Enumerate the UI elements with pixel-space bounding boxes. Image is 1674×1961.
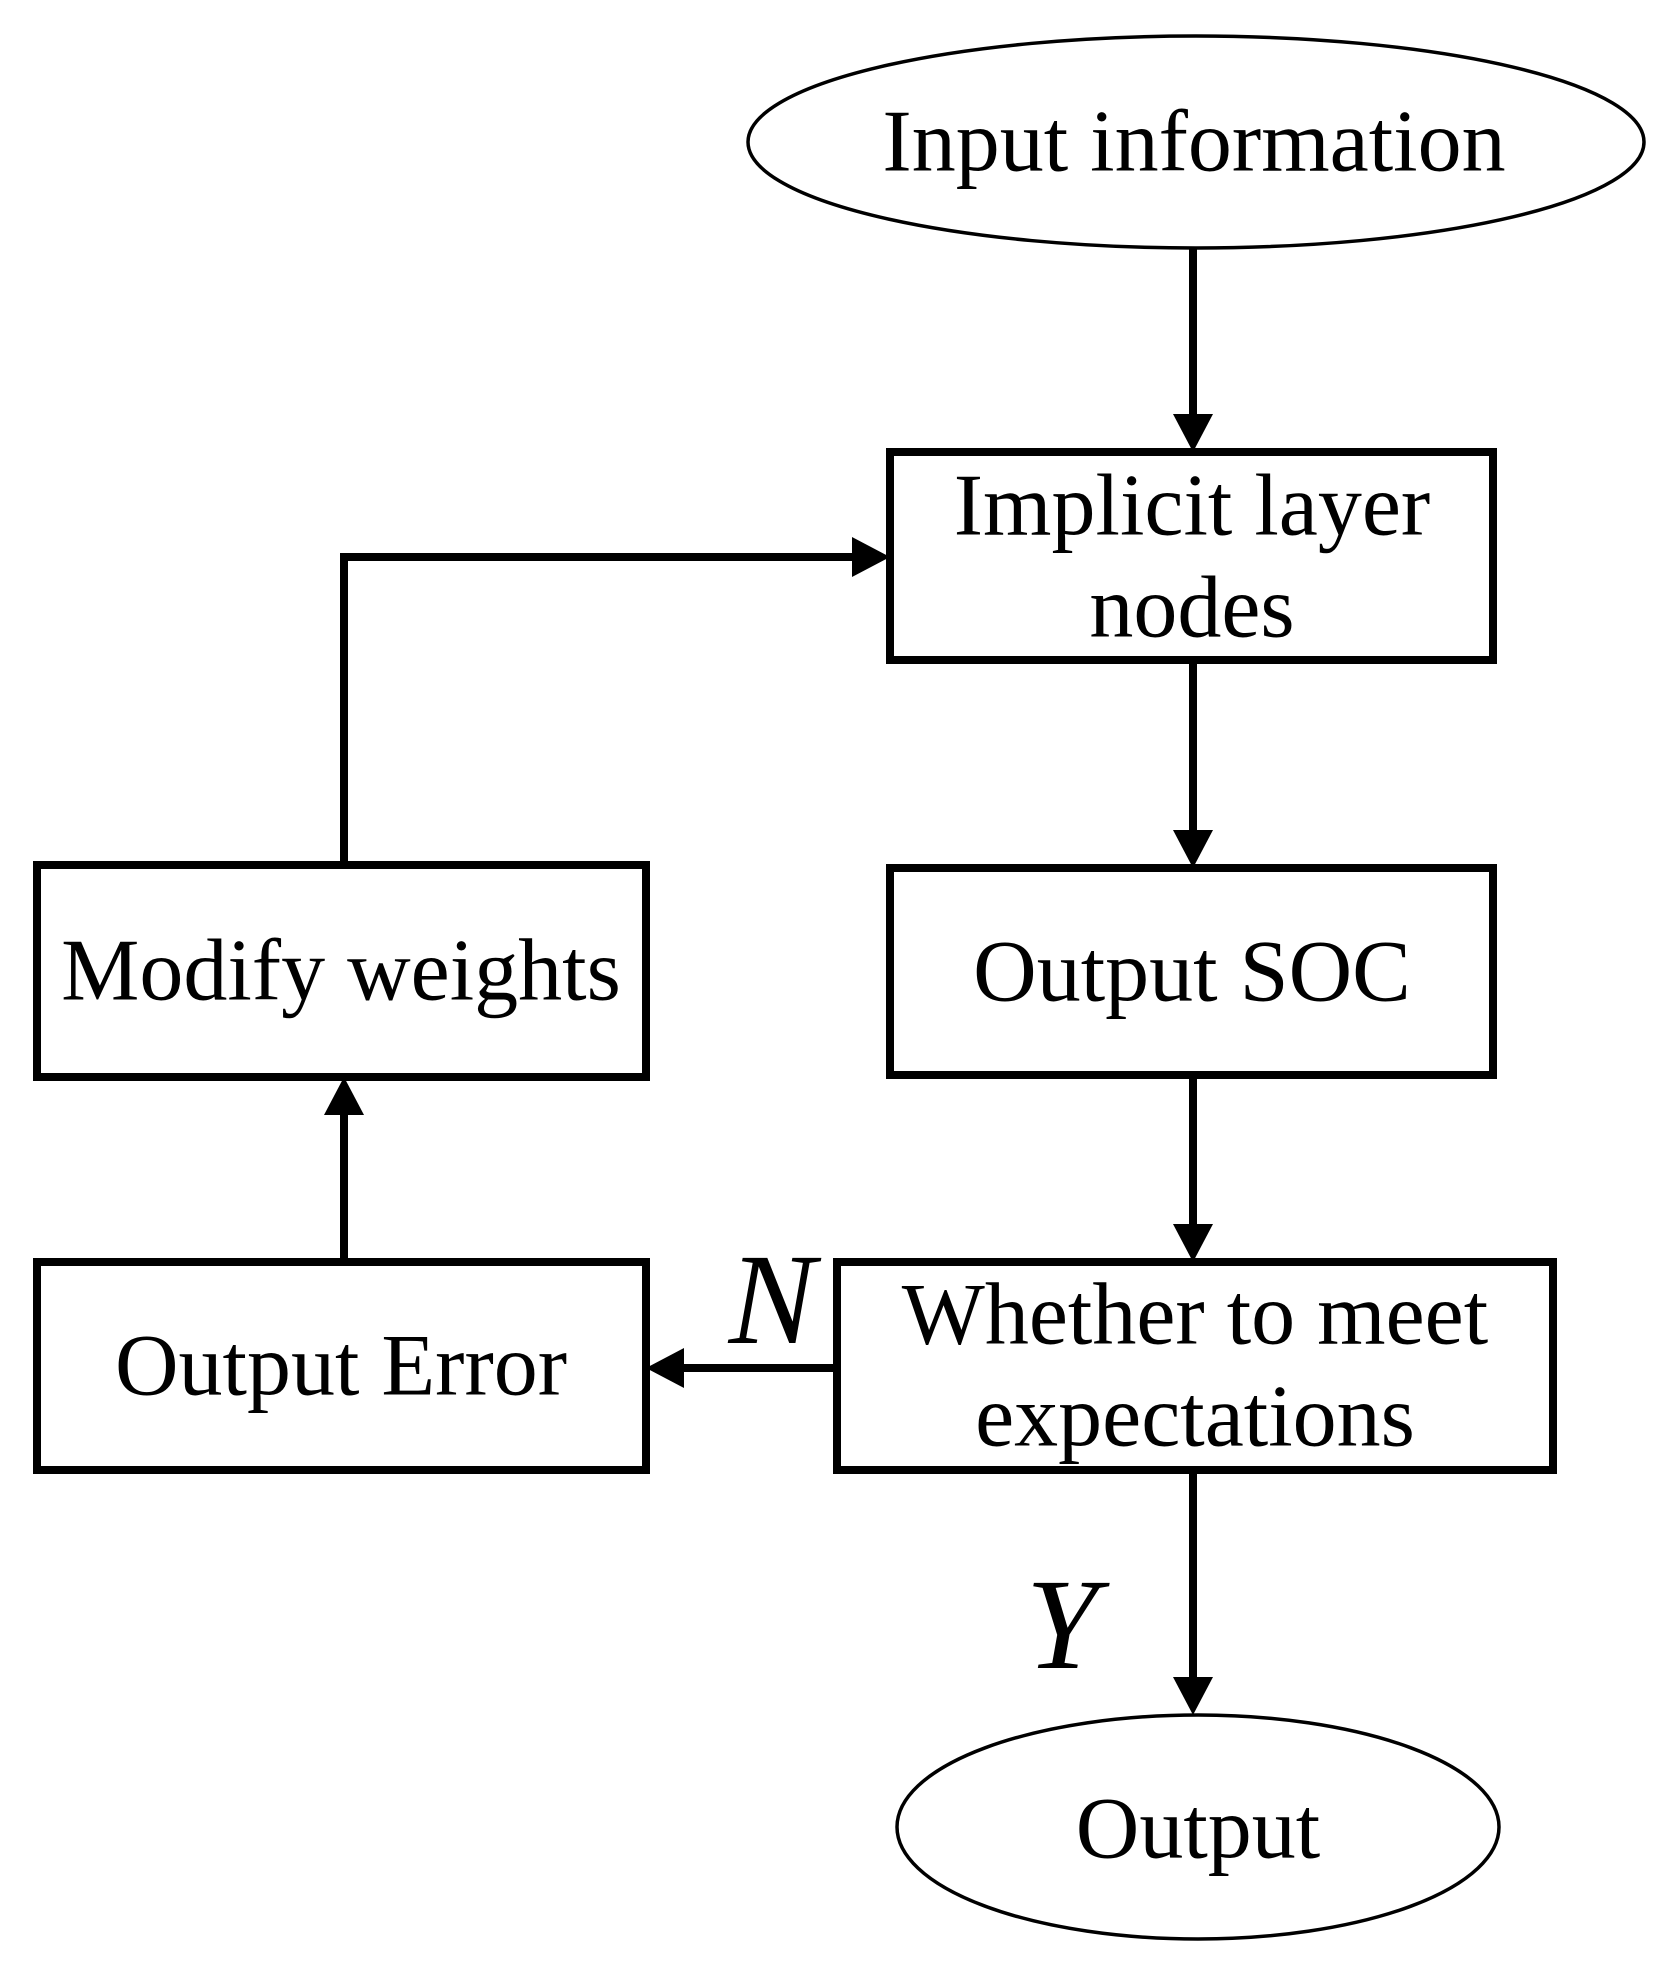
node-output: Output — [895, 1713, 1501, 1941]
node-whether-expectations: Whether to meet expectations — [833, 1258, 1557, 1474]
node-output-shape — [895, 1713, 1501, 1941]
node-modify-weights: Modify weights — [33, 861, 650, 1081]
node-output-error-shape — [33, 1258, 650, 1474]
node-whether-expectations-label-line2: expectations — [975, 1369, 1415, 1466]
arrowhead-down-icon — [1173, 830, 1213, 868]
node-implicit-layer-nodes-shape — [886, 448, 1497, 664]
arrow-modify-weights-to-implicit — [340, 537, 890, 865]
arrowhead-left-icon — [646, 1348, 684, 1388]
branch-label-yes: Y — [1026, 1553, 1110, 1697]
arrowhead-up-icon — [324, 1077, 364, 1115]
node-implicit-layer-nodes-label-line2: nodes — [1089, 560, 1294, 657]
branch-label-no: N — [728, 1228, 822, 1372]
arrowhead-right-icon — [852, 537, 890, 577]
node-whether-expectations-shape — [833, 1258, 1557, 1474]
node-input-information-shape — [746, 34, 1646, 250]
arrow-whether-to-output-error — [646, 1348, 837, 1388]
arrow-soc-to-whether — [1173, 1075, 1213, 1262]
node-whether-expectations-label-line1: Whether to meet — [902, 1267, 1488, 1364]
arrow-input-to-implicit — [1173, 248, 1213, 452]
node-modify-weights-label: Modify weights — [61, 923, 621, 1020]
node-output-soc-shape — [886, 864, 1497, 1079]
node-output-error: Output Error — [33, 1258, 650, 1474]
node-implicit-layer-nodes-label-line1: Implicit layer — [954, 458, 1430, 555]
node-input-information: Input information — [746, 34, 1646, 250]
arrowhead-down-icon — [1173, 414, 1213, 452]
arrow-implicit-to-soc — [1173, 660, 1213, 868]
node-output-error-label: Output Error — [115, 1318, 567, 1415]
node-modify-weights-shape — [33, 861, 650, 1081]
arrow-elbow-line — [340, 553, 856, 865]
node-output-soc-label: Output SOC — [973, 924, 1411, 1021]
arrow-output-error-to-modify-weights — [324, 1077, 364, 1262]
arrowhead-down-icon — [1173, 1224, 1213, 1262]
node-input-information-label: Input information — [882, 94, 1505, 191]
node-output-soc: Output SOC — [886, 864, 1497, 1079]
arrow-whether-to-output — [1173, 1470, 1213, 1715]
node-implicit-layer-nodes: Implicit layer nodes — [886, 448, 1497, 664]
node-output-label: Output — [1076, 1781, 1320, 1878]
arrowhead-down-icon — [1173, 1677, 1213, 1715]
